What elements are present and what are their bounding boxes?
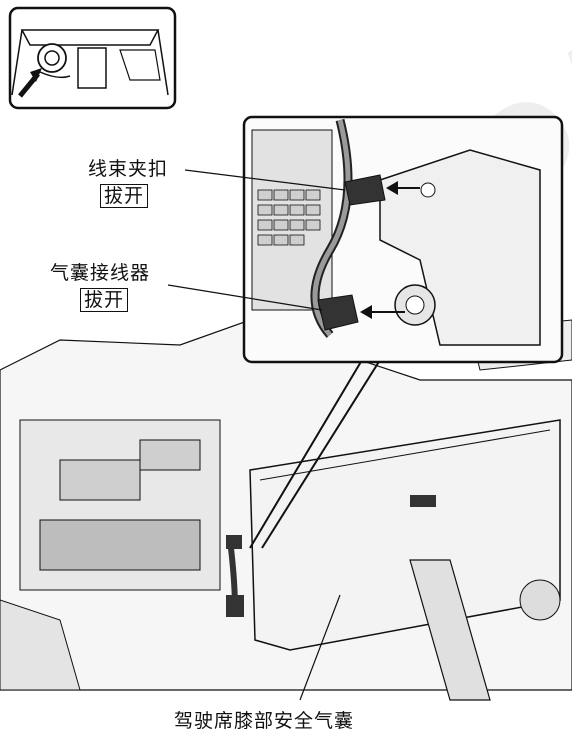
leader-knee-airbag bbox=[299, 594, 341, 701]
harness-clip-text: 线束夹扣 bbox=[88, 158, 169, 180]
dashboard-illustration bbox=[0, 319, 572, 701]
harness-clip-label: 线束夹扣 拔开 bbox=[88, 158, 168, 208]
knee-airbag-label: 驾驶席膝部安全气囊 bbox=[174, 710, 355, 732]
zoom-pointer-left bbox=[249, 359, 363, 549]
locator-thumbnail bbox=[8, 6, 177, 110]
detail-inset bbox=[242, 115, 564, 364]
airbag-connector-text: 气囊接线器 bbox=[50, 262, 151, 284]
leader-airbag-connector bbox=[167, 284, 323, 311]
leader-harness-clip bbox=[184, 169, 346, 191]
zoom-pointer-right bbox=[261, 359, 381, 549]
airbag-connector-action: 拔开 bbox=[80, 288, 129, 312]
airbag-connector-label: 气囊接线器 拔开 bbox=[50, 262, 150, 312]
harness-clip-action: 拔开 bbox=[100, 184, 149, 208]
